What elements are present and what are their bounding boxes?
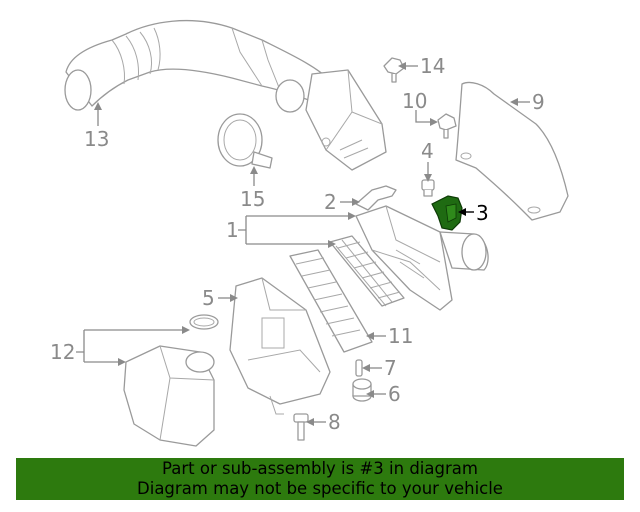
banner-line-1: Part or sub-assembly is #3 in diagram [162,459,478,478]
part-pin-7 [355,359,363,377]
part-clip-14 [383,57,405,83]
part-clip-10 [437,113,457,139]
leader-lines [76,62,530,426]
callout-5[interactable]: 5 [202,286,215,310]
info-banner: Part or sub-assembly is #3 in diagram Di… [16,458,624,500]
callout-2[interactable]: 2 [324,190,337,214]
callout-6[interactable]: 6 [388,382,401,406]
callout-3-arrow [458,208,474,216]
part-resonator [123,314,219,447]
callout-1[interactable]: 1 [226,218,239,242]
callout-8[interactable]: 8 [328,410,341,434]
part-3-highlighted[interactable] [431,195,463,231]
part-bolt-8 [293,413,309,441]
parts-diagram: 13 14 10 9 4 15 2 3 1 5 11 12 7 6 8 [50,19,569,447]
part-air-cleaner-lower [229,277,331,415]
callout-12[interactable]: 12 [50,340,75,364]
part-filter-screen [329,235,405,307]
callout-4[interactable]: 4 [421,139,434,163]
part-resonator-box [305,69,387,171]
banner-line-2: Diagram may not be specific to your vehi… [137,479,503,498]
callout-3[interactable]: 3 [476,201,489,225]
part-air-filter [289,249,373,353]
part-air-cleaner-upper [355,205,489,311]
part-hose-clamp [217,113,273,169]
part-bracket-2 [355,185,397,211]
callout-7[interactable]: 7 [384,356,397,380]
callout-9[interactable]: 9 [532,90,545,114]
part-grommet-6 [352,378,372,402]
callout-15[interactable]: 15 [240,187,265,211]
part-grommet-4 [421,179,435,197]
callout-10[interactable]: 10 [402,89,427,113]
callout-14[interactable]: 14 [420,54,445,78]
part-intake-duct [64,19,333,113]
callout-13[interactable]: 13 [84,127,109,151]
part-cover-panel [455,81,569,221]
callout-11[interactable]: 11 [388,324,413,348]
